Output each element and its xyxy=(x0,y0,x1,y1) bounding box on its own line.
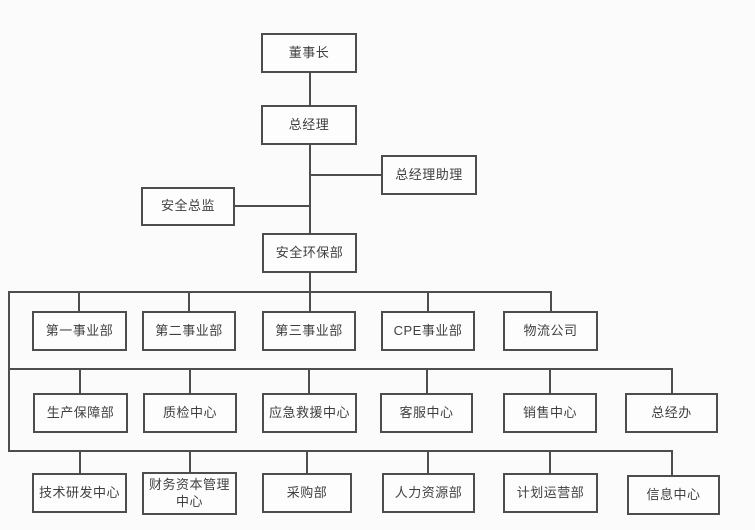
org-node-label: 第三事业部 xyxy=(275,322,343,338)
connector-stub-finance-capital xyxy=(189,451,191,472)
connector-stub-quality xyxy=(189,369,191,393)
connector-stub-division-2 xyxy=(188,292,190,311)
org-node-sales-center: 销售中心 xyxy=(503,393,597,433)
org-node-label: 销售中心 xyxy=(522,404,577,420)
connector-stub-hr xyxy=(427,451,429,473)
org-node-division-3: 第三事业部 xyxy=(262,311,356,351)
org-node-label: 总经办 xyxy=(651,404,692,420)
org-node-production-support-dept: 生产保障部 xyxy=(33,393,128,433)
org-node-label: 信息中心 xyxy=(646,486,701,502)
org-node-label: 生产保障部 xyxy=(46,404,115,420)
org-node-label: 质检中心 xyxy=(162,404,217,420)
org-node-label: 安全总监 xyxy=(160,198,215,214)
org-node-label: 第一事业部 xyxy=(45,322,114,338)
org-node-customer-service-center: 客服中心 xyxy=(380,393,473,433)
org-node-chairman: 董事长 xyxy=(261,33,357,73)
connector-stub-tech-rd xyxy=(79,451,81,473)
org-node-label: 第二事业部 xyxy=(155,322,223,338)
connector-bus-row3 xyxy=(8,450,673,452)
org-node-gm-assistant: 总经理助理 xyxy=(381,155,477,195)
org-node-tech-rd-center: 技术研发中心 xyxy=(32,473,127,513)
connector-stub-planning xyxy=(549,451,551,473)
org-node-label: 人力资源部 xyxy=(394,484,463,500)
connector-stub-logistics xyxy=(550,291,552,311)
org-node-procurement-dept: 采购部 xyxy=(262,473,352,513)
org-node-general-manager: 总经理 xyxy=(261,105,357,145)
org-node-cpe-division: CPE事业部 xyxy=(381,311,475,351)
org-node-finance-capital-center: 财务资本管理中心 xyxy=(142,472,237,515)
org-node-label: 物流公司 xyxy=(523,322,578,338)
org-node-safety-env-dept: 安全环保部 xyxy=(262,233,357,273)
org-node-info-center: 信息中心 xyxy=(627,475,720,515)
org-node-label: 采购部 xyxy=(286,484,328,500)
connector-stub-customer-service xyxy=(426,369,428,393)
org-node-label: 技术研发中心 xyxy=(38,484,120,500)
connector-branch-safety-director xyxy=(235,205,310,207)
org-node-logistics-company: 物流公司 xyxy=(503,311,598,351)
org-node-hr-dept: 人力资源部 xyxy=(382,473,475,513)
connector-stub-gm-office xyxy=(671,368,673,393)
org-node-emergency-rescue-center: 应急救援中心 xyxy=(262,393,357,433)
org-node-label: 客服中心 xyxy=(399,404,454,420)
connector-stub-production xyxy=(79,369,81,393)
connector-left-rail xyxy=(8,291,10,452)
org-node-division-2: 第二事业部 xyxy=(142,311,236,351)
connector-spine-gm-safety-env xyxy=(309,145,311,233)
org-node-label: 总经理助理 xyxy=(395,166,463,182)
connector-stub-cpe-division xyxy=(427,292,429,311)
connector-spine-chairman-gm xyxy=(309,73,311,105)
org-node-safety-director: 安全总监 xyxy=(141,187,235,226)
connector-stub-division-1 xyxy=(78,292,80,311)
org-node-label: 财务资本管理中心 xyxy=(148,477,230,509)
org-node-label: 安全环保部 xyxy=(275,244,344,260)
org-node-label: 总经理 xyxy=(288,116,330,132)
connector-stub-procurement xyxy=(306,451,308,473)
connector-branch-gm-assistant xyxy=(311,174,381,176)
org-node-label: CPE事业部 xyxy=(393,322,463,338)
org-node-division-1: 第一事业部 xyxy=(32,311,127,351)
org-node-label: 计划运营部 xyxy=(516,484,585,500)
org-node-label: 应急救援中心 xyxy=(268,404,350,420)
org-node-gm-office: 总经办 xyxy=(625,393,718,433)
connector-stub-emergency xyxy=(308,369,310,393)
connector-bus-row1 xyxy=(8,291,552,293)
connector-stub-info-center xyxy=(671,450,673,475)
org-node-quality-inspection-center: 质检中心 xyxy=(143,393,237,433)
org-node-planning-operations-dept: 计划运营部 xyxy=(503,473,598,513)
org-node-label: 董事长 xyxy=(288,44,330,60)
connector-bus-row2 xyxy=(8,368,673,370)
connector-stub-sales xyxy=(549,369,551,393)
